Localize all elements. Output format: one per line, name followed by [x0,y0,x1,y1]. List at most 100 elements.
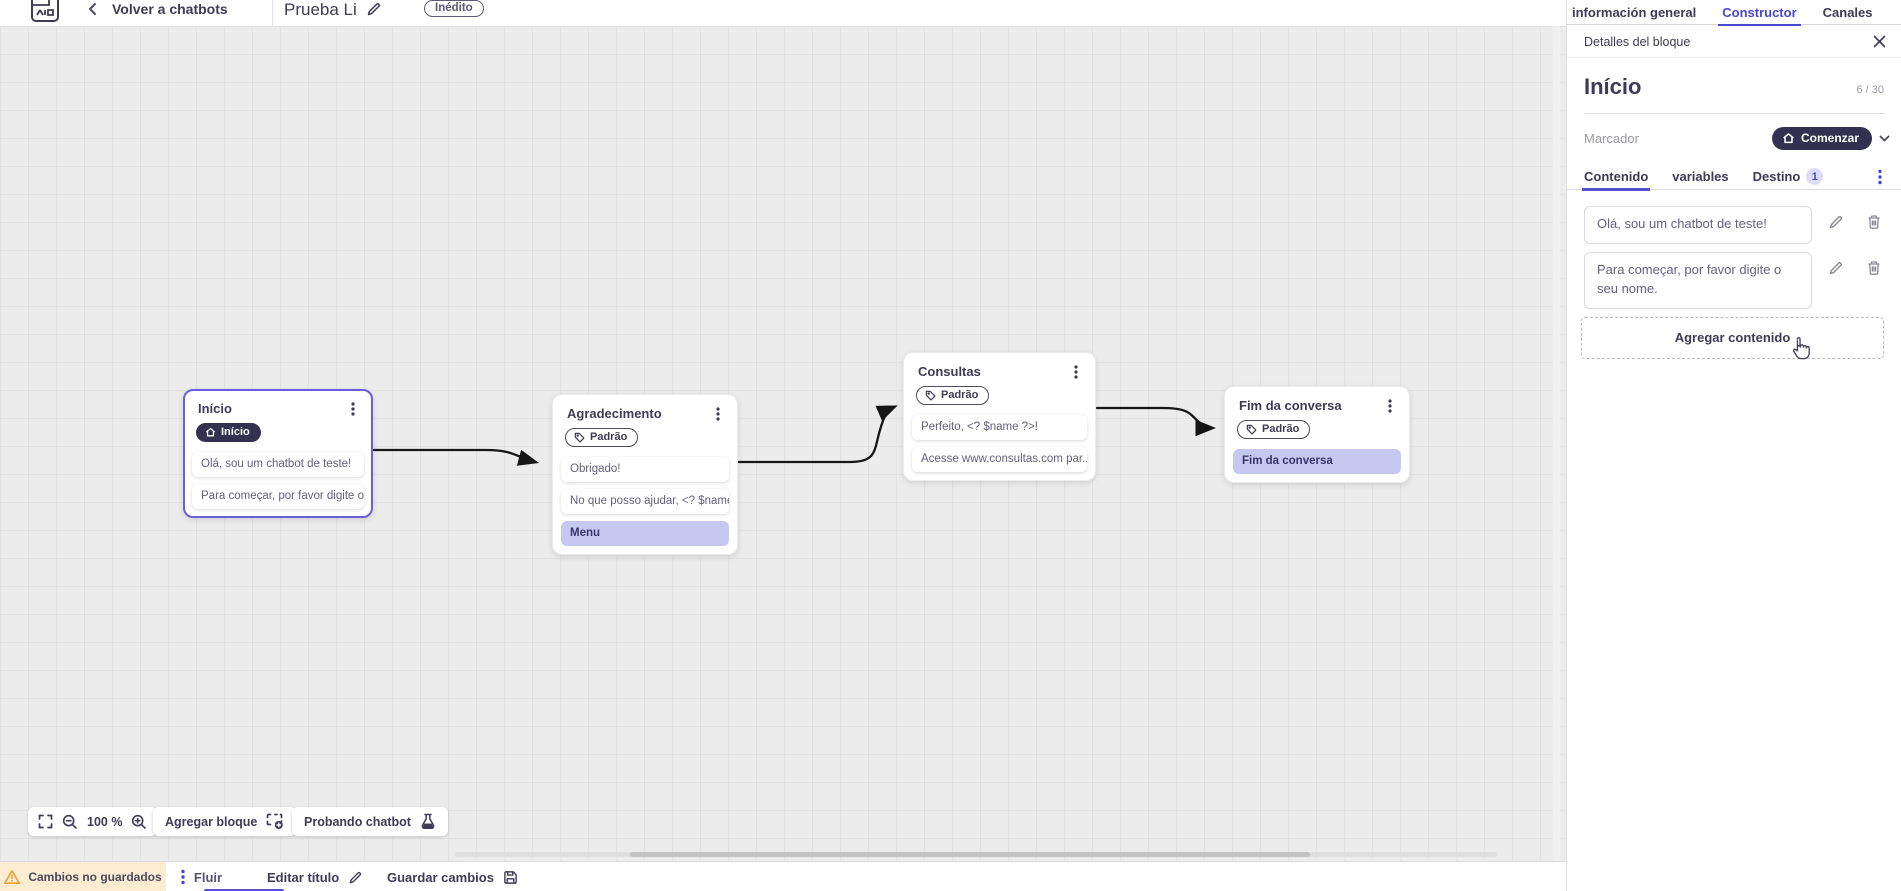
flow-tab-active-underline [204,889,284,891]
tab-label: Contenido [1584,169,1649,184]
chatbot-title: Prueba Li [284,0,357,19]
tab-fluir[interactable]: Fluir [168,862,284,891]
block-message[interactable]: Para começar, por favor digite o ... [192,483,364,509]
tab-label: Destino [1752,169,1801,184]
back-to-chatbots-button[interactable]: Volver a chatbots [86,1,228,17]
block-menu-icon[interactable] [711,406,725,422]
chip-label: Início [221,426,250,438]
marker-label: Marcador [1584,131,1639,146]
add-content-label: Agregar contenido [1674,330,1791,346]
bottom-bar: Cambios no guardados Fluir Editar título… [0,861,1566,891]
flow-canvas[interactable]: Início Início Olá, sou um chatbot de tes… [0,26,1566,861]
test-chatbot-button[interactable]: Probando chatbot [292,807,448,836]
builder-top-tabs: información general Constructor Canales [1567,0,1901,26]
block-menu-icon[interactable] [1069,364,1083,380]
pencil-icon [349,871,362,883]
block-fim-da-conversa[interactable]: Fim da conversa Padrão Fim da conversa [1224,386,1410,483]
block-message[interactable]: No que posso ajudar, <? $name ... [561,488,729,514]
content-list: Olá, sou um chatbot de teste! Para começ… [1584,206,1884,309]
block-marker-chip: Padrão [1237,420,1311,439]
block-title: Fim da conversa [1239,398,1342,413]
block-message[interactable]: Acesse www.consultas.com par... [912,446,1087,472]
tag-icon [925,390,936,400]
char-counter: 6 / 30 [1856,84,1884,96]
horizontal-scrollbar-track[interactable] [455,852,1497,857]
block-consultas[interactable]: Consultas Padrão Perfeito, <? $name ?>! … [903,352,1096,481]
flow-tab-label: Fluir [193,869,223,885]
connector-agradecimento-consultas [737,405,898,464]
tab-constructor[interactable]: Constructor [1718,0,1802,26]
tab-variables[interactable]: variables [1672,164,1728,190]
unsaved-changes-banner: Cambios no guardados [0,862,166,891]
content-row: Para começar, por favor digite o seu nom… [1584,251,1884,309]
horizontal-scrollbar-thumb[interactable] [630,852,1310,857]
home-icon [1783,132,1794,143]
zoom-out-icon[interactable] [62,814,78,830]
zoom-in-icon[interactable] [131,814,147,830]
panel-header: Detalles del bloque [1567,25,1901,58]
flask-icon [421,813,435,830]
block-message-end[interactable]: Fim da conversa [1233,448,1401,474]
tab-informacion-general[interactable]: información general [1572,4,1697,20]
edit-title-pencil-icon[interactable] [366,1,382,17]
block-message[interactable]: Obrigado! [561,456,729,482]
vertical-scrollbar-track[interactable] [1553,26,1560,861]
block-title: Consultas [918,364,981,379]
delete-content-icon[interactable] [1866,214,1882,230]
close-panel-icon[interactable] [1872,34,1887,49]
add-block-icon [267,813,284,829]
marker-value: Comenzar [1800,131,1859,145]
block-menu-icon[interactable] [1383,398,1397,414]
content-card[interactable]: Olá, sou um chatbot de teste! [1584,206,1812,244]
add-block-button[interactable]: Agregar bloque [153,807,297,836]
save-changes-label: Guardar cambios [387,869,494,885]
fullscreen-icon[interactable] [38,814,53,829]
detail-tabs-menu-icon[interactable] [1873,168,1887,186]
add-content-button[interactable]: Agregar contenido [1581,316,1884,359]
flow-tab-menu-icon[interactable] [176,868,190,886]
add-block-label: Agregar bloque [165,814,258,829]
home-icon [205,427,216,436]
marker-row: Marcador Comenzar [1584,127,1891,150]
marker-select[interactable]: Comenzar [1771,127,1872,150]
block-message[interactable]: Olá, sou um chatbot de teste! [192,451,364,477]
content-card[interactable]: Para começar, por favor digite o seu nom… [1584,251,1812,309]
status-badge: Inédito [424,0,484,17]
tab-label: variables [1672,169,1729,184]
edit-title-button[interactable]: Editar título [267,862,363,891]
header-divider [272,0,273,26]
block-menu-icon[interactable] [346,401,360,417]
chevron-down-icon[interactable] [1878,132,1891,145]
tag-icon [574,432,585,442]
connector-inicio-agradecimento [372,448,540,466]
block-marker-chip: Padrão [565,428,639,447]
block-inicio[interactable]: Início Início Olá, sou um chatbot de tes… [183,389,373,518]
block-marker-chip: Padrão [916,386,990,405]
tab-destino[interactable]: Destino 1 [1753,164,1824,190]
block-name-value: Início [1584,74,1642,99]
destino-count-badge: 1 [1806,168,1824,185]
back-label: Volver a chatbots [112,1,228,17]
zoom-level-value: 100 % [87,814,123,829]
panel-title: Detalles del bloque [1584,34,1691,49]
block-message-menu[interactable]: Menu [561,520,729,546]
tag-icon [1246,424,1257,434]
tab-contenido[interactable]: Contenido [1581,164,1651,191]
content-row: Olá, sou um chatbot de teste! [1584,206,1884,244]
block-agradecimento[interactable]: Agradecimento Padrão Obrigado! No que po… [552,394,738,555]
save-changes-button[interactable]: Guardar cambios [387,862,518,891]
edit-content-icon[interactable] [1828,260,1844,276]
block-title: Início [198,401,232,416]
chip-label: Padrão [941,389,979,401]
top-header: Volver a chatbots Prueba Li Inédito [0,0,1566,26]
delete-content-icon[interactable] [1866,260,1882,276]
block-message[interactable]: Perfeito, <? $name ?>! [912,414,1087,440]
tab-canales[interactable]: Canales [1822,4,1873,20]
block-name-field[interactable]: Início 6 / 30 [1584,74,1884,114]
chip-label: Padrão [1262,423,1300,435]
edit-content-icon[interactable] [1828,214,1844,230]
block-detail-tabs: Contenido variables Destino 1 [1567,164,1901,191]
app-logo[interactable] [30,0,60,25]
chip-label: Padrão [590,431,628,443]
